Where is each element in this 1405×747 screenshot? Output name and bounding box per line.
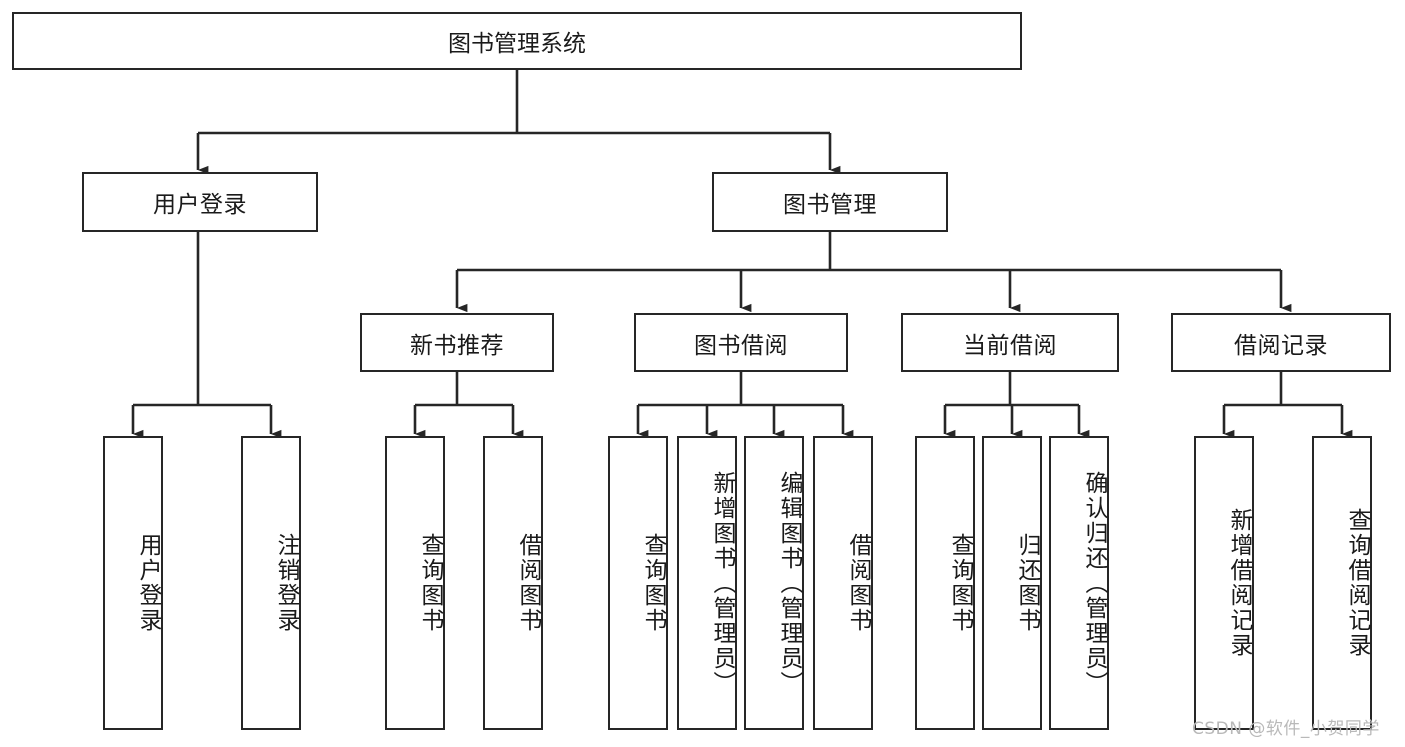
node-leaf-add-record[interactable]: 新增借阅记录 — [1194, 436, 1254, 730]
node-label: 图书管理 — [783, 192, 877, 218]
node-leaf-user-login[interactable]: 用户登录 — [103, 436, 163, 730]
node-user-login[interactable]: 用户登录 — [82, 172, 318, 232]
node-label: 查询借阅记录 — [1344, 508, 1370, 658]
node-label: 当前借阅 — [963, 332, 1057, 359]
node-borrow-record[interactable]: 借阅记录 — [1171, 313, 1391, 372]
node-leaf-query-record[interactable]: 查询借阅记录 — [1312, 436, 1372, 730]
node-leaf-edit-book[interactable]: 编辑图书（管理员） — [744, 436, 804, 730]
node-label: 用户登录 — [135, 533, 161, 633]
node-label: 编辑图书（管理员） — [776, 470, 802, 696]
node-label: 新增图书（管理员） — [709, 470, 735, 696]
node-leaf-query-book-3[interactable]: 查询图书 — [915, 436, 975, 730]
node-label: 图书借阅 — [694, 332, 788, 359]
node-leaf-query-book-2[interactable]: 查询图书 — [608, 436, 668, 730]
node-label: 借阅记录 — [1234, 332, 1328, 359]
node-book-management[interactable]: 图书管理 — [712, 172, 948, 232]
node-label: 借阅图书 — [845, 533, 871, 633]
node-leaf-return-book[interactable]: 归还图书 — [982, 436, 1042, 730]
node-label: 新增借阅记录 — [1226, 508, 1252, 658]
node-leaf-borrow-book-1[interactable]: 借阅图书 — [483, 436, 543, 730]
node-book-borrow[interactable]: 图书借阅 — [634, 313, 848, 372]
node-new-book-recommend[interactable]: 新书推荐 — [360, 313, 554, 372]
node-leaf-query-book-1[interactable]: 查询图书 — [385, 436, 445, 730]
node-label: 查询图书 — [640, 533, 666, 633]
node-label: 归还图书 — [1014, 533, 1040, 633]
node-label: 借阅图书 — [515, 533, 541, 633]
node-current-borrow[interactable]: 当前借阅 — [901, 313, 1119, 372]
node-label: 图书管理系统 — [448, 31, 586, 57]
node-label: 确认归还（管理员） — [1081, 470, 1107, 696]
node-leaf-borrow-book-2[interactable]: 借阅图书 — [813, 436, 873, 730]
node-label: 用户登录 — [153, 192, 247, 218]
node-label: 查询图书 — [947, 533, 973, 633]
node-label: 新书推荐 — [410, 332, 504, 359]
node-label: 查询图书 — [417, 533, 443, 633]
node-root-book-management-system[interactable]: 图书管理系统 — [12, 12, 1022, 70]
node-leaf-logout[interactable]: 注销登录 — [241, 436, 301, 730]
node-leaf-add-book[interactable]: 新增图书（管理员） — [677, 436, 737, 730]
node-leaf-confirm-return[interactable]: 确认归还（管理员） — [1049, 436, 1109, 730]
node-label: 注销登录 — [273, 533, 299, 633]
